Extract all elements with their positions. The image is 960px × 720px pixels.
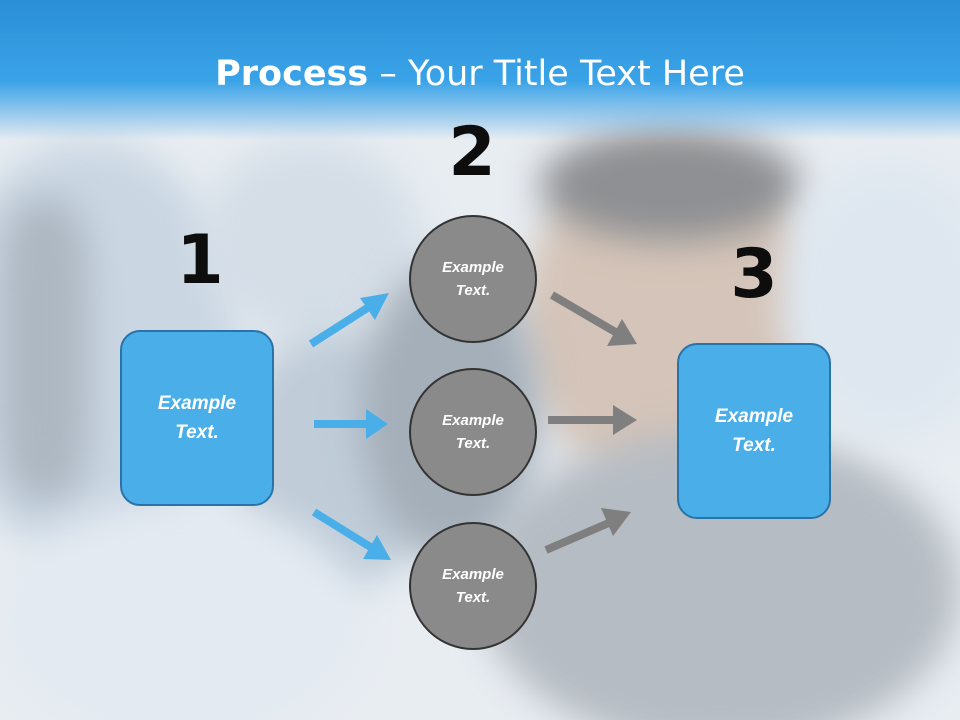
gray-arrow-straight [548,405,637,435]
gray-arrow-down [549,291,637,346]
blue-arrow-up [308,293,389,348]
gray-arrow-up [544,508,631,554]
process-circle-top: Example Text. [409,215,537,343]
blue-arrow-straight [314,409,388,439]
process-circle-bottom: Example Text. [409,522,537,650]
title-bold: Process [215,54,369,94]
step-number-1: 1 [176,221,224,300]
process-circle-middle: Example Text. [409,368,537,496]
blue-arrow-down [311,508,391,560]
slide-title: Process – Your Title Text Here [0,52,960,96]
step-number-2: 2 [448,113,496,192]
title-rest: – Your Title Text Here [368,54,745,94]
process-box-right: Example Text. [677,343,831,519]
title-band [0,0,960,140]
step-number-3: 3 [730,235,778,314]
process-box-left: Example Text. [120,330,274,506]
